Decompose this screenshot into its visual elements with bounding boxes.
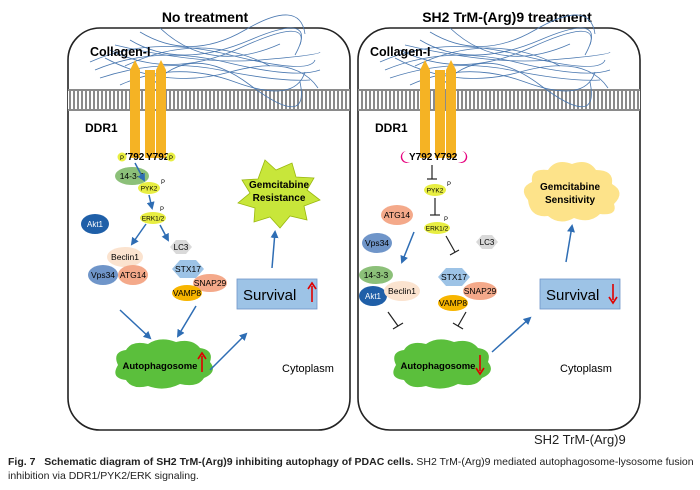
svg-text:P: P <box>161 180 165 186</box>
svg-text:PYK2: PYK2 <box>427 188 444 195</box>
right-panel: SH2 TrM-(Arg)9 treatment Collagen-I <box>357 9 641 431</box>
left-ddr1-label: DDR1 <box>85 121 118 135</box>
svg-text:P: P <box>447 182 451 188</box>
left-y792-a: Y792 <box>121 152 145 163</box>
right-y792-b: Y792 <box>434 152 458 163</box>
legend-label: SH2 TrM-(Arg)9 <box>534 432 626 447</box>
svg-text:Akt1: Akt1 <box>87 220 104 229</box>
right-node-pyk2 <box>424 184 446 196</box>
svg-text:ERK1/2: ERK1/2 <box>142 216 165 223</box>
svg-text:Vps34: Vps34 <box>91 270 115 280</box>
svg-text:STX17: STX17 <box>441 272 467 282</box>
svg-text:Akt1: Akt1 <box>365 292 382 301</box>
left-node-vamp8 <box>172 285 202 301</box>
left-autophagosome-label: Autophagosome <box>123 361 198 372</box>
svg-text:Vps34: Vps34 <box>365 238 389 248</box>
figure-caption: Fig. 7 Schematic diagram of SH2 TrM-(Arg… <box>8 455 698 483</box>
svg-text:LC3: LC3 <box>174 243 189 252</box>
right-autophagosome <box>393 339 491 389</box>
legend: SH2 TrM-(Arg)9 <box>516 432 626 447</box>
left-cell-outline <box>67 27 351 431</box>
left-y792-b: Y792 <box>146 152 170 163</box>
left-cytoplasm-label: Cytoplasm <box>282 363 334 375</box>
svg-text:14-3-3: 14-3-3 <box>364 270 389 280</box>
svg-text:SNAP29: SNAP29 <box>194 278 227 288</box>
left-membrane <box>68 90 350 110</box>
right-cytoplasm-label: Cytoplasm <box>560 363 612 375</box>
left-node-akt1 <box>81 214 109 234</box>
right-inhibition-lines <box>387 165 467 330</box>
left-resistance-star <box>237 159 321 229</box>
svg-text:P: P <box>444 217 448 223</box>
left-node-atg14 <box>118 265 148 285</box>
left-panel-title: No treatment <box>162 9 249 25</box>
right-membrane <box>358 90 640 110</box>
svg-text:STX17: STX17 <box>175 264 201 274</box>
right-cell-outline <box>357 27 641 431</box>
right-node-lc3 <box>476 235 498 249</box>
left-survival-label: Survival <box>243 287 296 304</box>
left-survival-box <box>236 278 318 310</box>
svg-text:Beclin1: Beclin1 <box>111 252 139 262</box>
left-node-lc3 <box>170 240 192 254</box>
right-node-snap29 <box>463 282 497 300</box>
svg-text:P: P <box>160 207 164 213</box>
right-y792-a: Y792 <box>409 152 433 163</box>
svg-text:ATG14: ATG14 <box>120 270 147 280</box>
right-sensitivity-cloud <box>523 162 620 222</box>
svg-text:ERK1/2: ERK1/2 <box>426 226 449 233</box>
svg-text:ATG14: ATG14 <box>384 210 411 220</box>
left-phospho-b <box>166 152 176 162</box>
left-autophagosome <box>115 339 213 389</box>
right-ddr1-label: DDR1 <box>375 121 408 135</box>
right-autophagosome-label: Autophagosome <box>401 361 476 372</box>
right-node-vps34 <box>362 233 392 253</box>
right-survival-label: Survival <box>546 287 599 304</box>
caption-text: SH2 TrM-(Arg)9 mediated autophagosome-ly… <box>8 456 694 482</box>
left-phospho-a <box>117 152 127 162</box>
left-node-pyk2 <box>138 182 160 194</box>
right-node-erk <box>424 222 450 234</box>
right-node-atg14 <box>381 205 413 225</box>
right-collagen-fibers <box>379 14 611 108</box>
right-panel-title: SH2 TrM-(Arg)9 treatment <box>422 9 592 25</box>
right-bound-peptide-a <box>400 151 410 163</box>
right-bound-peptide-b <box>458 151 468 163</box>
caption-bold-text: Schematic diagram of SH2 TrM-(Arg)9 inhi… <box>44 456 414 468</box>
svg-text:SNAP29: SNAP29 <box>464 286 497 296</box>
right-survival-box <box>539 278 621 310</box>
caption-figure-label: Fig. 7 <box>8 456 36 468</box>
right-ddr1-receptor <box>420 60 456 158</box>
svg-text:LC3: LC3 <box>480 238 495 247</box>
svg-text:Beclin1: Beclin1 <box>388 286 416 296</box>
svg-text:VAMP8: VAMP8 <box>439 298 467 308</box>
svg-text:P: P <box>120 156 124 162</box>
svg-text:PYK2: PYK2 <box>141 186 158 193</box>
left-pathway-arrows <box>119 162 279 371</box>
left-ddr1-receptor <box>130 60 166 158</box>
svg-text:P: P <box>169 156 173 162</box>
right-pathway-arrows <box>400 224 575 353</box>
left-node-beclin1 <box>107 247 143 267</box>
left-node-stx17 <box>172 260 204 278</box>
left-panel: No treatment Collagen-I <box>67 9 351 431</box>
right-node-akt1 <box>359 286 387 306</box>
left-node-vps34 <box>88 265 118 285</box>
left-node-erk <box>140 212 166 224</box>
right-node-stx17 <box>438 268 470 286</box>
svg-text:VAMP8: VAMP8 <box>173 288 201 298</box>
right-node-vamp8 <box>438 295 468 311</box>
right-node-beclin1 <box>384 281 420 301</box>
left-node-snap29 <box>193 274 227 292</box>
left-collagen-label: Collagen-I <box>90 45 150 59</box>
svg-text:14-3-3: 14-3-3 <box>120 171 145 181</box>
right-collagen-label: Collagen-I <box>370 45 430 59</box>
right-node-1433 <box>359 266 393 284</box>
